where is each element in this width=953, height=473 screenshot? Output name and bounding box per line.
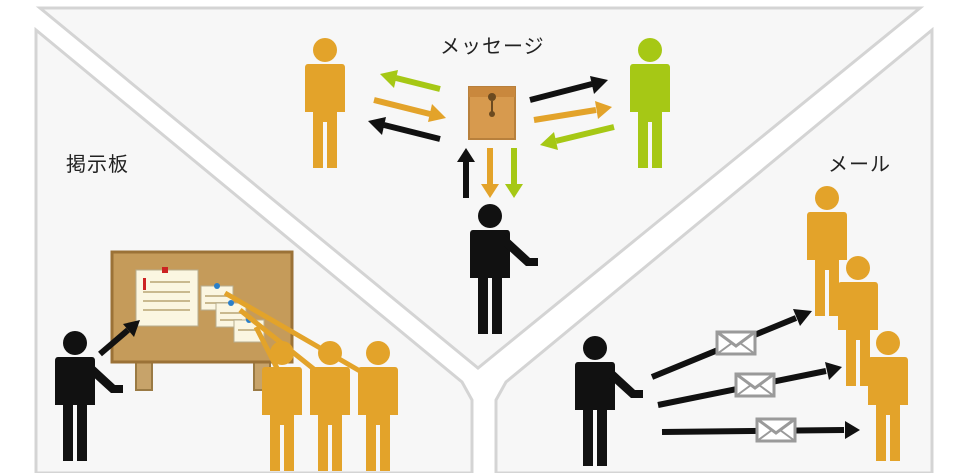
mail-label: メール [828,148,891,177]
message-label: メッセージ [440,30,545,59]
board-label: 掲示板 [66,148,129,177]
envelope-icon [717,332,755,354]
envelope-icon [736,374,774,396]
package-icon [469,87,515,139]
envelope-icon [757,419,795,441]
